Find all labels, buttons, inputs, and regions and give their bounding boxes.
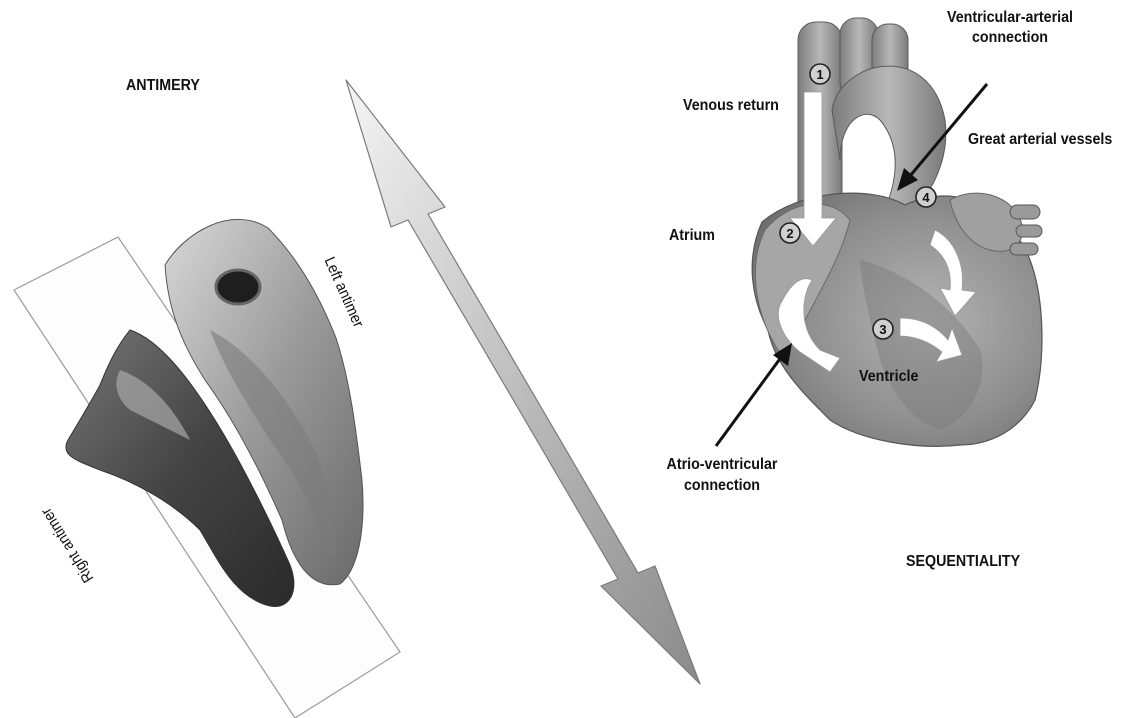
svg-text:2: 2 (786, 226, 793, 241)
double-headed-arrow-icon (346, 80, 700, 684)
antimery-title: ANTIMERY (126, 76, 200, 95)
svg-text:1: 1 (816, 67, 823, 82)
atrium-label: Atrium (669, 226, 715, 245)
pulmonary-vein-1 (1010, 205, 1040, 219)
step-marker-2: 2 (780, 223, 800, 243)
pulmonary-vein-3 (1010, 243, 1038, 255)
atrio-ventricular-label-line1: Atrio-ventricular (658, 455, 787, 474)
sequentiality-title: SEQUENTIALITY (906, 552, 1020, 571)
atrio-ventricular-label-line2: connection (658, 476, 787, 495)
aortic-opening (216, 270, 260, 304)
great-arterial-vessels-label: Great arterial vessels (968, 130, 1112, 149)
svg-text:3: 3 (879, 322, 886, 337)
svg-text:4: 4 (922, 190, 930, 205)
ventricular-arterial-label-line2: connection (941, 28, 1079, 47)
ventricle-label: Ventricle (859, 367, 918, 386)
step-marker-3: 3 (873, 319, 893, 339)
step-marker-1: 1 (810, 64, 830, 84)
ventricular-arterial-label-line1: Ventricular-arterial (941, 8, 1079, 27)
step-marker-4: 4 (916, 187, 936, 207)
pointer-atrio-ventricular (716, 343, 792, 446)
pulmonary-vein-2 (1016, 225, 1042, 237)
venous-return-label: Venous return (683, 96, 779, 115)
